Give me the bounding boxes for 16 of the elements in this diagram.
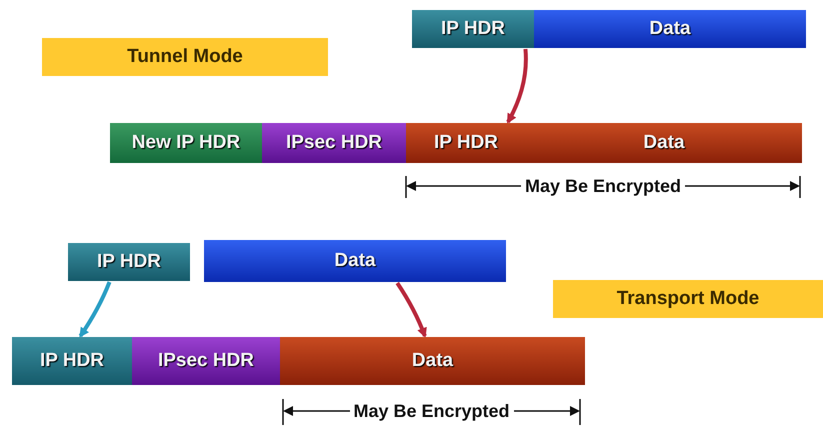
- header-segment: IP HDR: [12, 337, 132, 385]
- data-segment: Data: [534, 10, 806, 48]
- data-segment: Data: [526, 123, 802, 163]
- header-segment: IPsec HDR: [262, 123, 406, 163]
- data-segment: Data: [204, 240, 506, 282]
- header-segment: IP HDR: [412, 10, 534, 48]
- mode-label: Tunnel Mode: [42, 38, 328, 76]
- arrow: [396, 282, 427, 338]
- header-segment: New IP HDR: [110, 123, 262, 163]
- header-segment: IP HDR: [68, 243, 190, 281]
- data-segment: Data: [280, 337, 585, 385]
- header-segment: IPsec HDR: [132, 337, 280, 385]
- mode-label: Transport Mode: [553, 280, 823, 318]
- arrow: [506, 48, 528, 124]
- header-segment: IP HDR: [406, 123, 526, 163]
- arrow: [78, 281, 112, 338]
